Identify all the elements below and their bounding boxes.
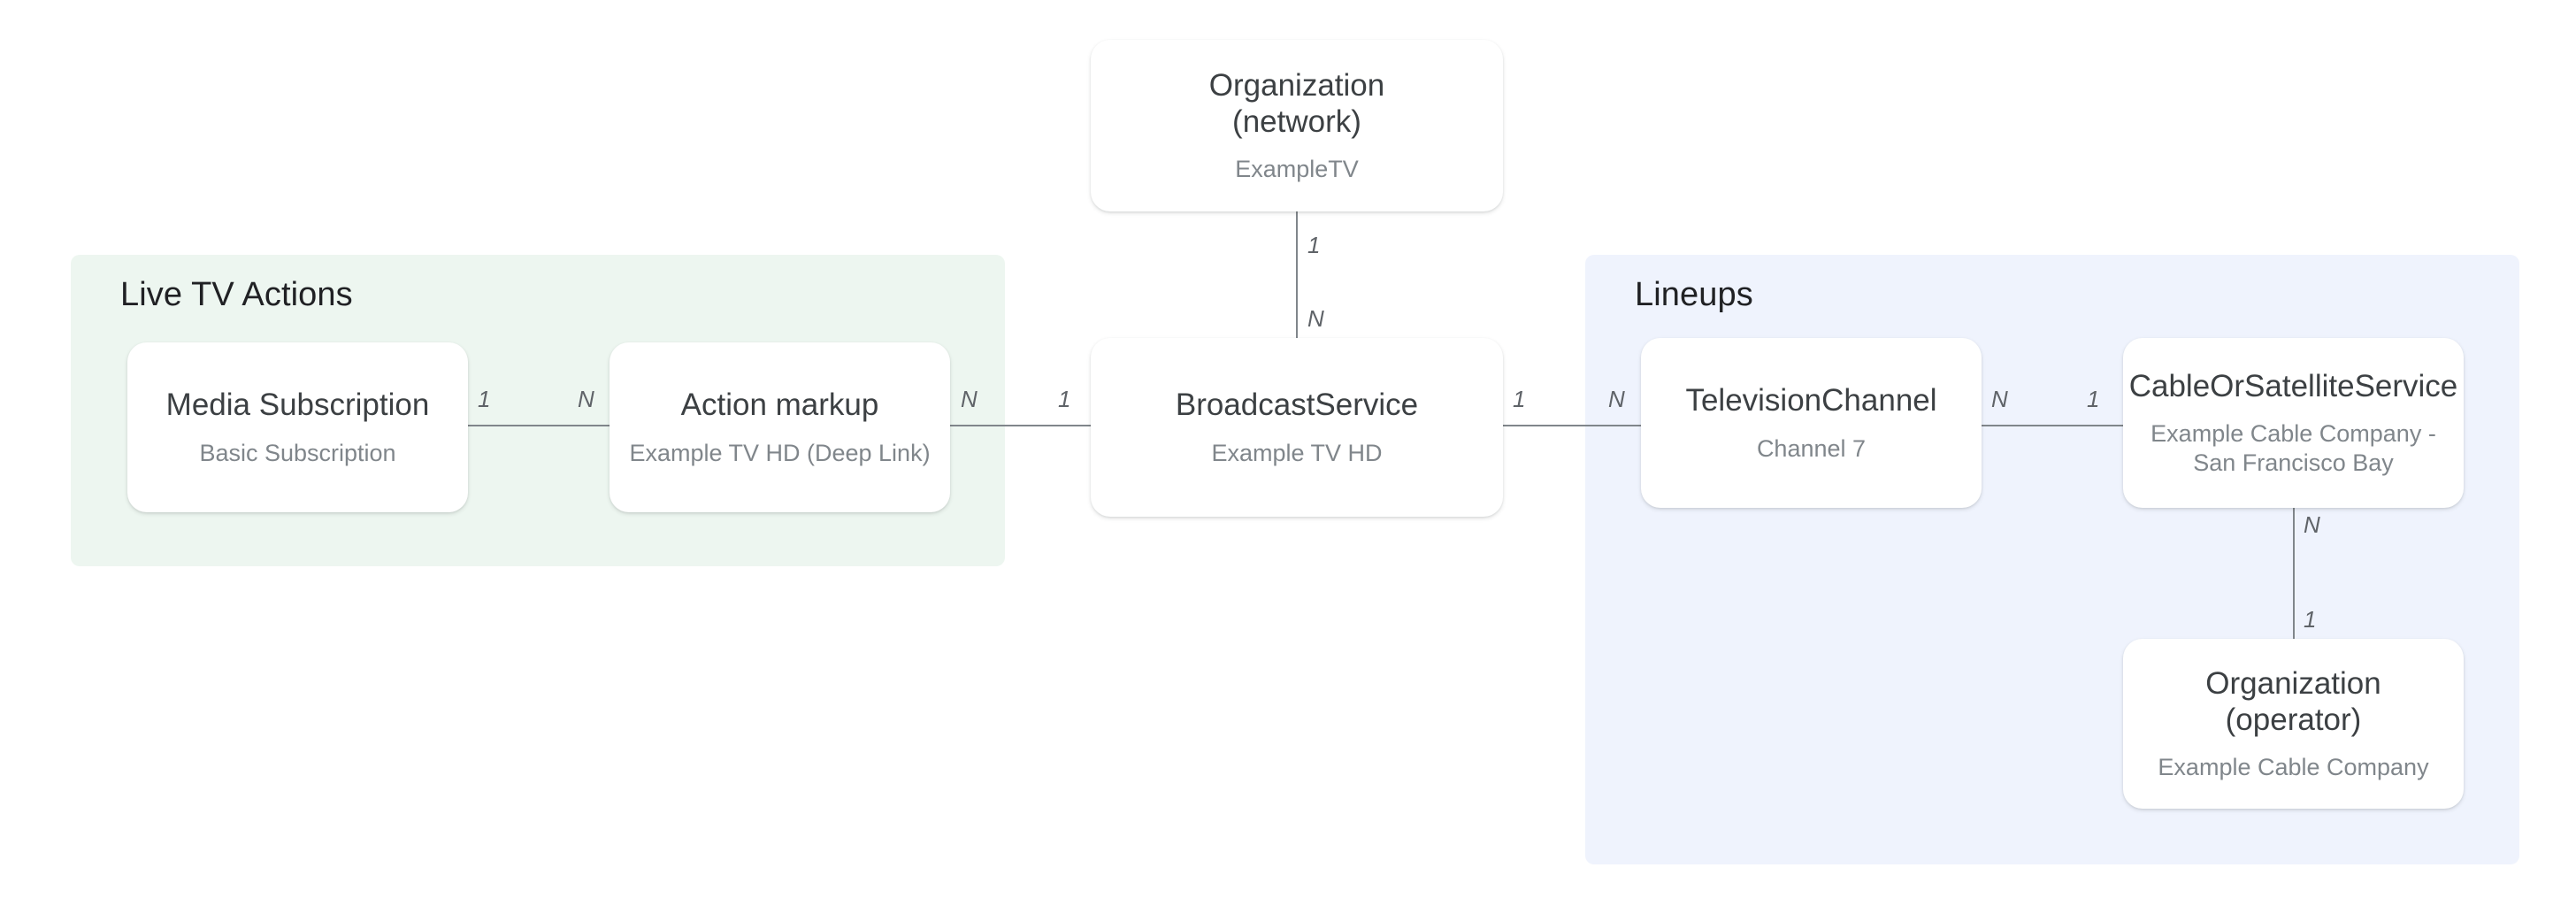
cardinality-target-media-subscription-to-action-markup: N [578, 386, 594, 412]
edge-broadcastservice-to-televisionchannel [1502, 425, 1642, 426]
cardinality-source-organization-network-to-broadcastservice: 1 [1307, 232, 1321, 258]
node-subtitle-media-subscription: Basic Subscription [199, 439, 396, 466]
cardinality-source-action-markup-to-broadcastservice: N [961, 386, 978, 412]
cardinality-target-cableorsatelliteservice-to-organization-operator: 1 [2304, 606, 2317, 633]
cardinality-target-action-markup-to-broadcastservice: 1 [1058, 386, 1071, 412]
group-title-live-tv-actions: Live TV Actions [120, 276, 353, 313]
node-subtitle-organization-operator: Example Cable Company [2158, 754, 2429, 781]
cardinality-source-cableorsatelliteservice-to-organization-operator: N [2304, 511, 2320, 538]
node-subtitle-televisionchannel: Channel 7 [1756, 434, 1867, 462]
cardinality-source-televisionchannel-to-cableorsatelliteservice: N [1991, 386, 2008, 412]
node-subtitle-organization-network: ExampleTV [1235, 156, 1359, 183]
node-subtitle-action-markup: Example TV HD (Deep Link) [629, 439, 931, 466]
cardinality-target-broadcastservice-to-televisionchannel: N [1608, 386, 1625, 412]
node-title-televisionchannel: TelevisionChannel [1685, 383, 1937, 418]
cardinality-target-organization-network-to-broadcastservice: N [1307, 305, 1324, 332]
group-title-lineups: Lineups [1635, 276, 1753, 313]
cardinality-source-broadcastservice-to-televisionchannel: 1 [1513, 386, 1526, 412]
cardinality-source-media-subscription-to-action-markup: 1 [478, 386, 491, 412]
node-title-organization-operator: Organization (operator) [2205, 665, 2381, 738]
node-organization-network[interactable]: Organization (network) ExampleTV [1091, 40, 1503, 211]
node-title-media-subscription: Media Subscription [165, 388, 430, 423]
node-organization-operator[interactable]: Organization (operator) Example Cable Com… [2123, 639, 2464, 809]
node-title-broadcastservice: BroadcastService [1175, 388, 1419, 423]
edge-organization-network-to-broadcastservice [1296, 211, 1298, 338]
edge-televisionchannel-to-cableorsatelliteservice [1981, 425, 2124, 426]
node-title-organization-network: Organization (network) [1208, 67, 1385, 140]
node-subtitle-broadcastservice: Example TV HD [1211, 439, 1383, 466]
node-title-action-markup: Action markup [680, 388, 879, 423]
node-title-cableorsatelliteservice: CableOrSatelliteService [2128, 368, 2458, 403]
cardinality-target-televisionchannel-to-cableorsatelliteservice: 1 [2087, 386, 2100, 412]
edge-action-markup-to-broadcastservice [950, 425, 1092, 426]
node-subtitle-cableorsatelliteservice: Example Cable Company - San Francisco Ba… [2150, 420, 2436, 477]
edge-cableorsatelliteservice-to-organization-operator [2293, 508, 2295, 641]
edge-media-subscription-to-action-markup [467, 425, 610, 426]
